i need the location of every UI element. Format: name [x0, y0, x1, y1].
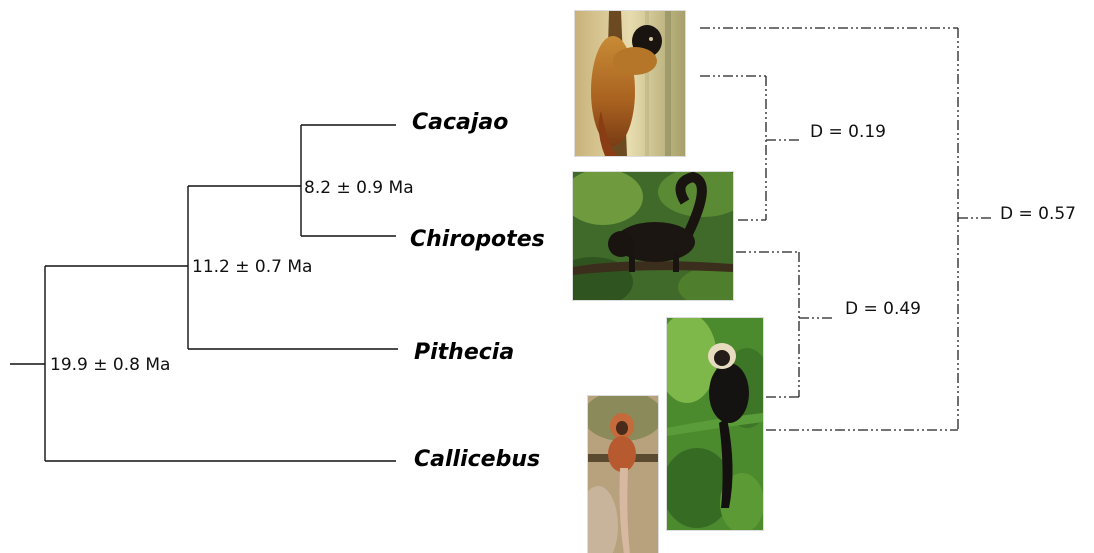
- uakari-photo: [574, 10, 686, 157]
- node-age-pitheciinae: 11.2 ± 0.7 Ma: [191, 259, 313, 276]
- distance-label-cacajao-chiropotes: D = 0.19: [810, 124, 886, 141]
- taxon-label-callicebus: Callicebus: [414, 449, 540, 471]
- taxon-label-cacajao: Cacajao: [412, 112, 508, 134]
- distance-label-chiropotes-pithecia: D = 0.49: [845, 301, 921, 318]
- distance-label-overall: D = 0.57: [1000, 206, 1076, 223]
- node-age-root: 19.9 ± 0.8 Ma: [49, 357, 171, 374]
- saki-photo: [666, 317, 764, 531]
- titi-monkey-photo: [587, 395, 659, 553]
- taxon-label-pithecia: Pithecia: [414, 342, 514, 364]
- taxon-label-chiropotes: Chiropotes: [410, 229, 545, 251]
- node-age-cacajao-chiropotes: 8.2 ± 0.9 Ma: [303, 180, 415, 197]
- time-tree-branches: [10, 125, 398, 461]
- bearded-saki-photo: [572, 171, 734, 301]
